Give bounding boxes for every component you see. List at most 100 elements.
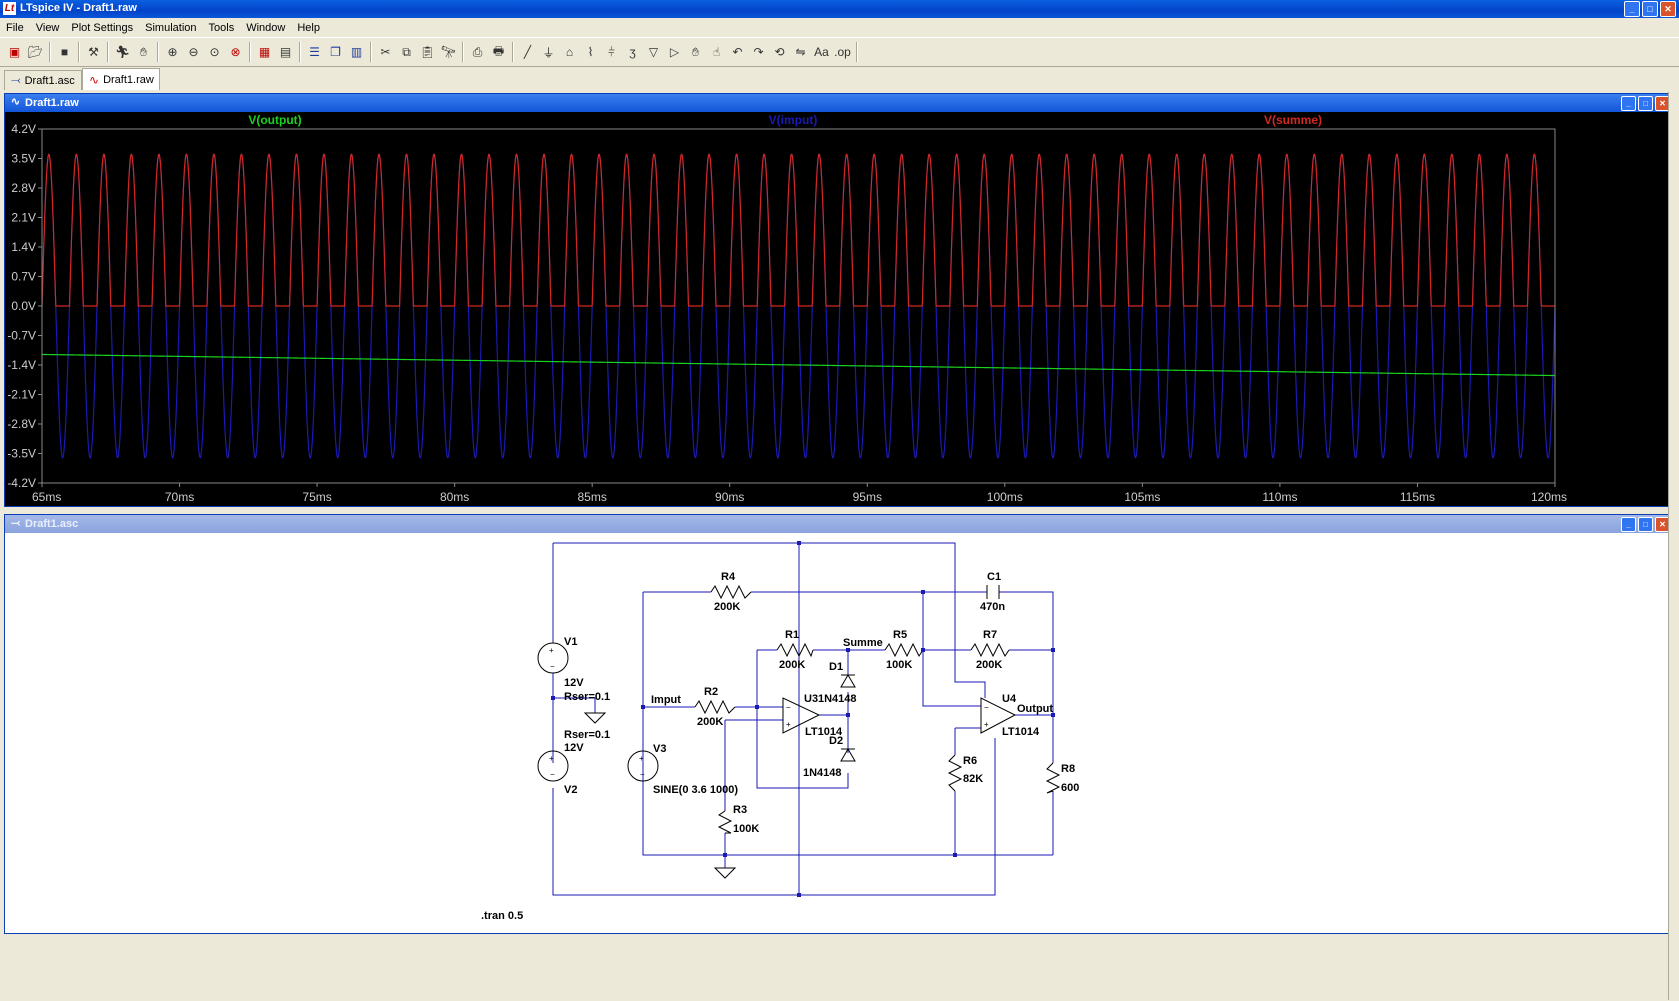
undo-icon[interactable]: ↶ <box>732 45 743 59</box>
svg-text:+: + <box>549 754 554 763</box>
menu-view[interactable]: View <box>35 21 60 34</box>
print-icon[interactable]: 🖶︎ <box>492 43 505 58</box>
r2-resistor-icon <box>694 699 736 715</box>
r3-label: R3 <box>733 804 747 816</box>
waveform-chart[interactable]: 4.2V3.5V2.8V2.1V1.4V0.7V0.0V-0.7V-1.4V-2… <box>5 112 1673 506</box>
redo-icon[interactable]: ↷ <box>753 45 764 59</box>
halt-icon[interactable]: ✋︎ <box>140 44 147 59</box>
r2-value: 200K <box>697 716 723 728</box>
waveform-maximize-button[interactable]: □ <box>1638 96 1653 111</box>
schematic-drawing[interactable]: +− +− +− −+ −+ R4 200K C1 470n R1 <box>5 533 1671 933</box>
tile-horizontal-icon[interactable]: ☰ <box>309 45 320 59</box>
v2-value: 12V <box>564 742 584 754</box>
r8-value: 600 <box>1061 782 1079 794</box>
schematic-maximize-button[interactable]: □ <box>1638 517 1653 532</box>
schematic-canvas[interactable]: +− +− +− −+ −+ R4 200K C1 470n R1 <box>5 533 1673 936</box>
spice-directive[interactable]: .tran 0.5 <box>481 910 523 922</box>
rotate-icon[interactable]: ⟲ <box>774 45 785 59</box>
menu-help[interactable]: Help <box>297 21 320 34</box>
component-icon[interactable]: ▷ <box>669 45 680 59</box>
d2-value: 1N4148 <box>803 767 842 779</box>
x-tick-label: 100ms <box>987 490 1023 504</box>
resistor-icon[interactable]: ⌇ <box>587 45 594 59</box>
spice-directive-icon[interactable]: .op <box>834 45 851 59</box>
svg-text:−: − <box>786 703 791 712</box>
plot-settings-icon[interactable]: ▤ <box>279 45 292 59</box>
cut-icon[interactable]: ✂ <box>380 45 391 59</box>
inductor-icon[interactable]: ʒ <box>629 45 636 59</box>
minimize-button[interactable]: _ <box>1624 1 1640 17</box>
y-tick-label: 3.5V <box>11 152 36 166</box>
autorange-icon[interactable]: ▦ <box>258 45 271 59</box>
r2-label: R2 <box>704 686 718 698</box>
zoom-cancel-icon[interactable]: ⊗ <box>230 45 241 59</box>
d2-label: D2 <box>829 735 843 747</box>
toolbar-separator <box>249 42 251 62</box>
cascade-icon[interactable]: ❐ <box>330 45 341 59</box>
legend-vimput[interactable]: V(imput) <box>769 113 818 127</box>
run-icon[interactable]: 🏃︎ <box>114 45 131 59</box>
svg-text:−: − <box>550 770 555 779</box>
r8-resistor-icon <box>1045 762 1061 794</box>
svg-text:−: − <box>984 703 989 712</box>
trace-vsumme[interactable] <box>41 153 1555 307</box>
y-tick-label: -0.7V <box>7 329 36 343</box>
svg-text:−: − <box>640 770 645 779</box>
close-button[interactable]: ✕ <box>1660 1 1676 17</box>
ground-icon[interactable]: ⏚ <box>542 45 555 60</box>
save-icon[interactable]: ■ <box>60 45 69 59</box>
v1-label: V1 <box>564 636 577 648</box>
toolbar: ▣ 📂︎ ■ ⚒ 🏃︎ ✋︎ ⊕ ⊖ ⊙ ⊗ ▦ ▤ ☰ ❐ ▥ ✂ ⧉ 📋︎ … <box>0 37 1679 67</box>
wire-icon[interactable]: ╱ <box>523 45 532 59</box>
print-preview-icon[interactable]: ⎙ <box>472 44 483 59</box>
waveform-minimize-button[interactable]: _ <box>1621 96 1636 111</box>
find-icon[interactable]: 🔭︎ <box>440 45 457 59</box>
diode-icon[interactable]: ▽ <box>648 45 659 59</box>
schematic-minimize-button[interactable]: _ <box>1621 517 1636 532</box>
menu-window[interactable]: Window <box>246 21 286 34</box>
maximize-button[interactable]: □ <box>1642 1 1658 17</box>
junction-dots <box>551 541 1055 897</box>
text-icon[interactable]: Aa <box>814 45 829 59</box>
legend-vsumme[interactable]: V(summe) <box>1264 113 1322 127</box>
open-icon[interactable]: 📂︎ <box>27 45 44 59</box>
tab-draft1-raw[interactable]: ∿ Draft1.raw <box>82 68 160 90</box>
x-tick-label: 75ms <box>302 490 331 504</box>
y-tick-label: 4.2V <box>11 122 36 136</box>
v2-rser: Rser=0.1 <box>564 729 610 741</box>
zoom-out-icon[interactable]: ⊖ <box>188 45 199 59</box>
r7-resistor-icon <box>970 642 1010 658</box>
zoom-fit-icon[interactable]: ⊙ <box>209 45 220 59</box>
menu-simulation[interactable]: Simulation <box>145 21 197 34</box>
paste-icon[interactable]: 📋︎ <box>419 45 436 59</box>
mirror-icon[interactable]: ⇋ <box>795 45 806 59</box>
legend-voutput[interactable]: V(output) <box>248 113 301 127</box>
r3-value: 100K <box>733 823 759 835</box>
capacitor-icon[interactable]: ⫩ <box>608 44 615 59</box>
source-polarity: +− +− +− −+ −+ <box>549 646 989 779</box>
move-icon[interactable]: ✋︎ <box>692 44 699 59</box>
menu-tools[interactable]: Tools <box>208 21 235 34</box>
menu-plot-settings[interactable]: Plot Settings <box>71 21 134 34</box>
new-schematic-icon[interactable]: ▣ <box>8 45 21 59</box>
drag-icon[interactable]: ☝︎ <box>712 45 721 59</box>
d1-label: D1 <box>829 661 843 673</box>
x-tick-label: 95ms <box>853 490 882 504</box>
tile-vertical-icon[interactable]: ▥ <box>350 45 363 59</box>
u4-label: U4 <box>1002 693 1017 705</box>
schematic-icon: ⤙ <box>11 73 21 87</box>
toolbar-separator <box>512 42 514 62</box>
v1-rser: Rser=0.1 <box>564 691 610 703</box>
label-net-icon[interactable]: ⌂ <box>565 45 574 59</box>
menu-file[interactable]: File <box>6 21 24 34</box>
zoom-in-icon[interactable]: ⊕ <box>167 45 178 59</box>
control-panel-icon[interactable]: ⚒ <box>88 45 99 59</box>
y-tick-label: -3.5V <box>7 447 36 461</box>
c1-value: 470n <box>980 601 1005 613</box>
trace-voutput[interactable] <box>41 353 1556 377</box>
svg-text:+: + <box>549 646 554 655</box>
vertical-scrollbar[interactable] <box>1668 92 1679 1000</box>
copy-icon[interactable]: ⧉ <box>402 44 411 59</box>
tab-draft1-asc[interactable]: ⤙ Draft1.asc <box>4 70 82 90</box>
